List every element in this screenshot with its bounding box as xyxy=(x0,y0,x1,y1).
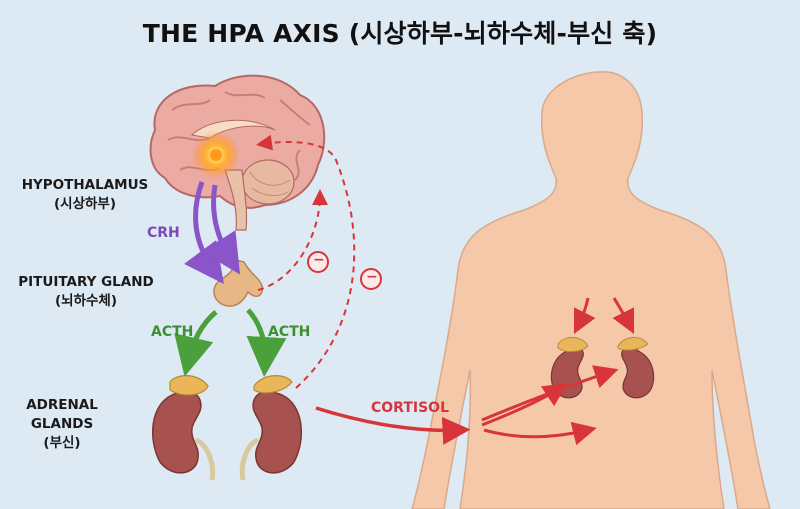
inhibit-sign-2: − xyxy=(366,269,378,285)
acth-arrows xyxy=(174,308,287,377)
cortisol-arrows xyxy=(315,297,635,446)
body-silhouette xyxy=(411,71,771,509)
brain xyxy=(149,74,326,231)
body-kidney-right xyxy=(617,337,655,399)
pituitary-label-en: PITUITARY GLAND xyxy=(18,274,154,290)
adrenal-label-en1: ADRENAL xyxy=(26,397,98,413)
acth-right-label: ACTH xyxy=(268,324,311,340)
adrenal-kidney-right xyxy=(239,375,303,481)
adrenal-label-ko: (부신) xyxy=(43,435,81,451)
pituitary-label-ko: (뇌하수체) xyxy=(54,293,118,309)
inhibit-circle-2 xyxy=(360,268,382,290)
hypothalamus-label-ko: (시상하부) xyxy=(53,196,117,212)
hypothalamus-label-en: HYPOTHALAMUS xyxy=(21,177,149,193)
pituitary-label: PITUITARY GLAND (뇌하수체) xyxy=(16,273,156,311)
feedback-arrows xyxy=(256,134,382,389)
adrenal-label: ADRENAL GLANDS (부신) xyxy=(22,396,102,453)
inhibit-sign-1: − xyxy=(313,252,325,268)
pituitary-gland xyxy=(213,259,264,307)
crh-label: CRH xyxy=(147,225,180,241)
crh-arrows xyxy=(184,181,241,285)
page-title: THE HPA AXIS (시상하부-뇌하수체-부신 축) xyxy=(142,19,658,48)
adrenal-label-en2: GLANDS xyxy=(30,416,94,432)
inhibit-circle-1 xyxy=(307,251,329,273)
cortisol-label: CORTISOL xyxy=(371,400,449,416)
adrenal-kidney-left xyxy=(151,375,216,481)
hypothalamus-label: HYPOTHALAMUS (시상하부) xyxy=(20,176,150,214)
acth-left-label: ACTH xyxy=(151,324,194,340)
